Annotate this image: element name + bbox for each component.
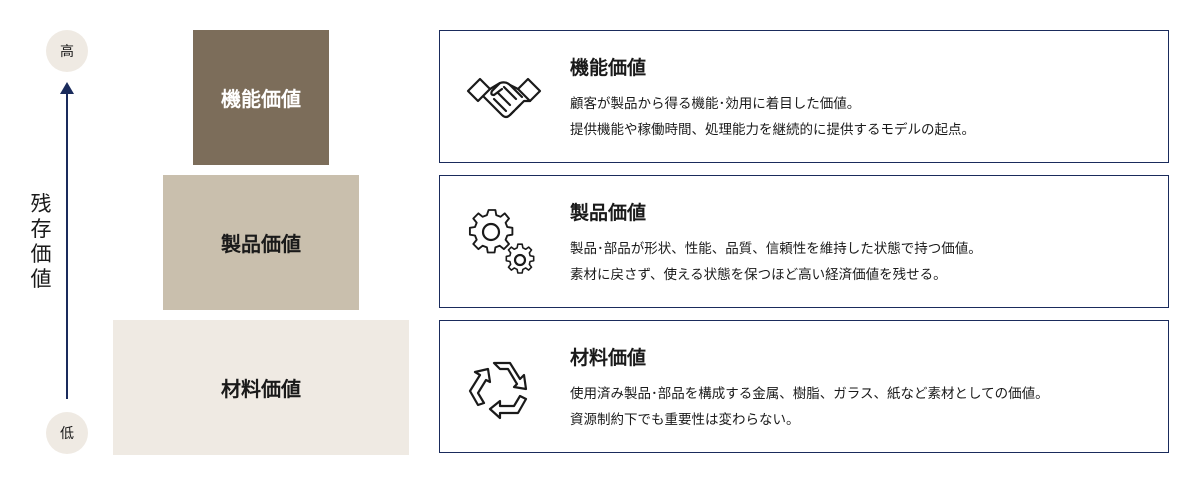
card-product-line: 製品･部品が形状、性能、品質、信頼性を維持した状態で持つ価値。 <box>570 241 982 257</box>
card-material-description: 使用済み製品･部品を構成する金属、樹脂、ガラス、紙など素材としての価値。 資源制… <box>570 381 1049 433</box>
card-material-value: 材料価値 使用済み製品･部品を構成する金属、樹脂、ガラス、紙など素材としての価値… <box>439 320 1169 453</box>
axis-low-badge: 低 <box>46 412 88 454</box>
gears-icon <box>464 202 544 282</box>
card-functional-title: 機能価値 <box>570 57 647 79</box>
card-material-line: 資源制約下でも重要性は変わらない。 <box>570 412 800 428</box>
card-functional-value: 機能価値 顧客が製品から得る機能･効用に着目した価値。 提供機能や稼働時間、処理… <box>439 30 1169 163</box>
tier-material-value: 材料価値 <box>113 320 409 455</box>
tier-product-label: 製品価値 <box>221 232 301 256</box>
axis-high-label: 高 <box>60 44 74 60</box>
card-functional-line: 提供機能や稼働時間、処理能力を継続的に提供するモデルの起点。 <box>570 122 975 138</box>
axis-title-char: 価 <box>30 242 52 266</box>
card-product-line: 素材に戻さず、使える状態を保つほど高い経済価値を残せる。 <box>570 267 947 283</box>
axis-high-badge: 高 <box>46 30 88 72</box>
axis-title-char: 値 <box>30 267 52 291</box>
card-material-title: 材料価値 <box>570 347 647 369</box>
axis-low-label: 低 <box>60 426 74 442</box>
tier-functional-value: 機能価値 <box>193 30 329 165</box>
tier-material-label: 材料価値 <box>221 377 301 401</box>
card-functional-description: 顧客が製品から得る機能･効用に着目した価値。 提供機能や稼働時間、処理能力を継続… <box>570 91 975 143</box>
card-functional-line: 顧客が製品から得る機能･効用に着目した価値。 <box>570 96 861 112</box>
card-material-line: 使用済み製品･部品を構成する金属、樹脂、ガラス、紙など素材としての価値。 <box>570 386 1049 402</box>
handshake-icon <box>464 57 544 137</box>
axis-title: 残 存 価 値 <box>28 192 54 292</box>
card-product-description: 製品･部品が形状、性能、品質、信頼性を維持した状態で持つ価値。 素材に戻さず、使… <box>570 236 982 288</box>
axis-title-char: 残 <box>30 192 52 216</box>
axis-arrowhead <box>60 82 74 94</box>
card-product-title: 製品価値 <box>570 202 647 224</box>
recycle-icon <box>464 347 544 427</box>
axis-line <box>66 92 68 399</box>
tier-product-value: 製品価値 <box>163 175 359 310</box>
card-product-value: 製品価値 製品･部品が形状、性能、品質、信頼性を維持した状態で持つ価値。 素材に… <box>439 175 1169 308</box>
axis-title-char: 存 <box>30 217 52 241</box>
tier-functional-label: 機能価値 <box>221 87 301 111</box>
